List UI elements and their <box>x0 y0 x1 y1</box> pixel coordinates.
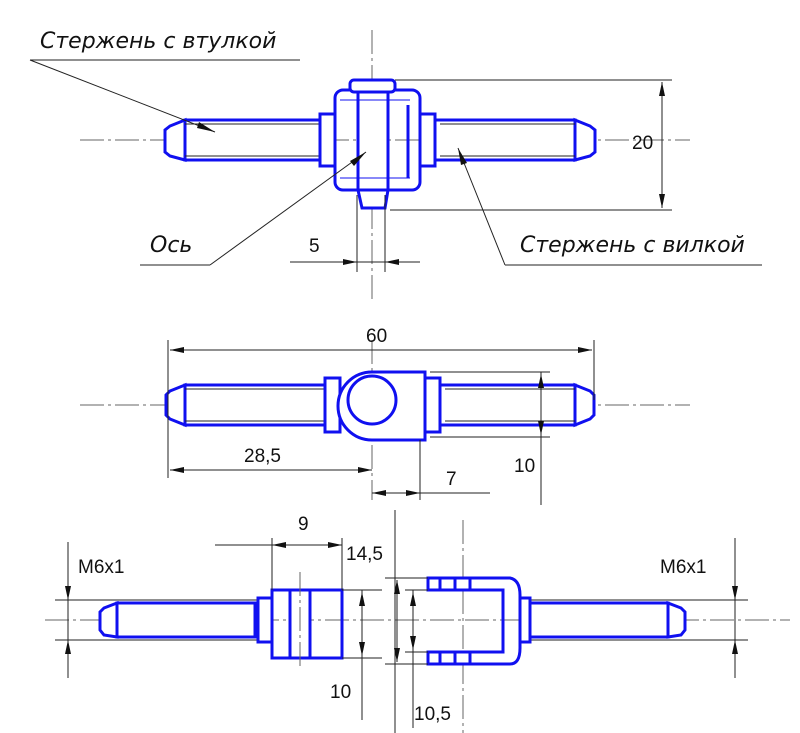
left-rod <box>183 118 327 162</box>
left-rod-tip <box>163 117 187 162</box>
fork-section <box>426 576 522 666</box>
dim-14-5: 14,5 <box>346 544 383 565</box>
thread-right: M6x1 <box>660 557 706 578</box>
pin-head <box>348 78 397 94</box>
label-rod-with-fork: Стержень с вилкой <box>520 233 745 258</box>
bottom-view: 9 M6x1 M6x1 10 14,5 10,5 <box>45 510 790 733</box>
middle-view: 60 28,5 10 7 <box>80 326 690 505</box>
right-rod <box>433 118 577 162</box>
right-rod-tip <box>573 117 597 162</box>
dim-10-eye: 10 <box>514 456 535 477</box>
label-axis: Ось <box>150 233 192 258</box>
top-view: 20 5 Стержень с втулкой Ось Стержень с в… <box>29 29 762 300</box>
dim-7: 7 <box>446 469 457 490</box>
dim-5: 5 <box>309 236 320 257</box>
dim-28-5: 28,5 <box>244 446 281 467</box>
dim-20: 20 <box>632 133 653 154</box>
eye-hole <box>346 374 398 426</box>
dim-60: 60 <box>366 326 387 347</box>
left-collar <box>318 112 337 168</box>
label-rod-with-bushing: Стержень с втулкой <box>40 29 276 54</box>
dim-10-5: 10,5 <box>414 704 451 725</box>
dim-10-bushing: 10 <box>330 682 351 703</box>
right-collar <box>418 112 437 168</box>
axis-pin <box>356 90 390 192</box>
pin-end <box>356 188 390 210</box>
dim-9: 9 <box>298 514 309 535</box>
thread-left: M6x1 <box>78 557 124 578</box>
